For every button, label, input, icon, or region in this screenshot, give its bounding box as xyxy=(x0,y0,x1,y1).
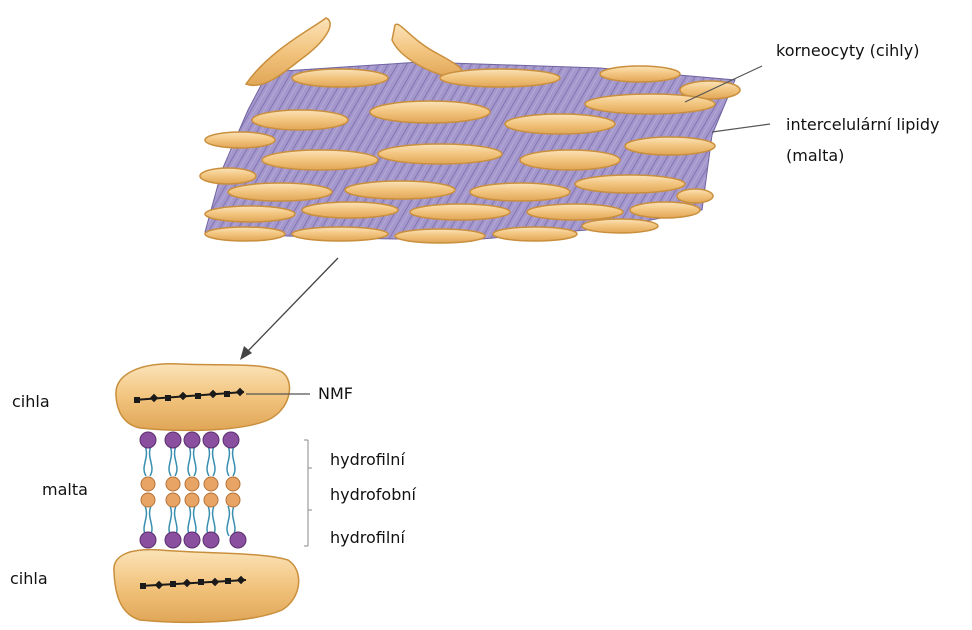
zoom-arrow xyxy=(240,258,338,360)
hydrophilic-head xyxy=(140,432,156,448)
hydrophilic-head xyxy=(223,432,239,448)
hydrophilic-head xyxy=(230,532,246,548)
lipid-bilayer xyxy=(140,432,246,548)
corneocyte xyxy=(292,227,388,241)
corneocyte xyxy=(378,144,502,164)
corneocyte xyxy=(440,69,560,87)
label-lipids-line2: (malta) xyxy=(786,146,844,165)
hydrophilic-head xyxy=(165,532,181,548)
hydrophobic-bead xyxy=(141,477,155,491)
corneocyte xyxy=(200,168,256,184)
stratum-corneum-block xyxy=(200,18,770,243)
corneocyte xyxy=(410,204,510,220)
corneocyte xyxy=(228,183,332,201)
label-brick-bottom: cihla xyxy=(10,569,48,588)
label-corneocytes: korneocyty (cihly) xyxy=(776,41,919,60)
hydrophobic-bead xyxy=(226,493,240,507)
corneocyte xyxy=(395,229,485,243)
hydrophobic-bead xyxy=(204,477,218,491)
corneocyte xyxy=(370,101,490,123)
hydrophobic-bead xyxy=(166,477,180,491)
hydrophilic-head xyxy=(165,432,181,448)
corneocyte xyxy=(292,69,388,87)
hydrophobic-bead xyxy=(141,493,155,507)
label-hydrophobic: hydrofobní xyxy=(330,485,417,504)
region-bracket xyxy=(304,440,312,546)
corneocyte xyxy=(470,183,570,201)
brick-mortar-detail xyxy=(114,364,312,623)
corneocyte xyxy=(262,150,378,170)
hydrophilic-head xyxy=(203,532,219,548)
brick-top xyxy=(116,364,290,431)
corneocyte xyxy=(493,227,577,241)
corneocyte xyxy=(302,202,398,218)
hydrophobic-bead xyxy=(185,477,199,491)
corneocyte xyxy=(252,110,348,130)
hydrophilic-head xyxy=(184,432,200,448)
corneocyte xyxy=(600,66,680,82)
corneocyte xyxy=(527,204,623,220)
corneocyte xyxy=(582,219,658,233)
corneocyte xyxy=(205,206,295,222)
corneocyte xyxy=(505,114,615,134)
label-lipids-line1: intercelulární lipidy xyxy=(786,115,940,134)
hydrophilic-head xyxy=(184,532,200,548)
corneocyte xyxy=(345,181,455,199)
corneocyte xyxy=(205,132,275,148)
corneocyte xyxy=(575,175,685,193)
label-brick-top: cihla xyxy=(12,392,50,411)
corneocyte xyxy=(625,137,715,155)
label-hydrophilic-bottom: hydrofilní xyxy=(330,528,405,547)
corneocyte xyxy=(677,189,713,203)
label-mortar: malta xyxy=(42,480,88,499)
hydrophobic-bead xyxy=(226,477,240,491)
corneocyte xyxy=(205,227,285,241)
corneocyte xyxy=(630,202,700,218)
hydrophobic-bead xyxy=(166,493,180,507)
corneocyte xyxy=(520,150,620,170)
hydrophilic-head xyxy=(140,532,156,548)
hydrophobic-bead xyxy=(204,493,218,507)
label-nmf: NMF xyxy=(318,384,353,403)
hydrophilic-head xyxy=(203,432,219,448)
hydrophobic-bead xyxy=(185,493,199,507)
label-hydrophilic-top: hydrofilní xyxy=(330,450,405,469)
leader-line-lipids xyxy=(712,124,770,132)
